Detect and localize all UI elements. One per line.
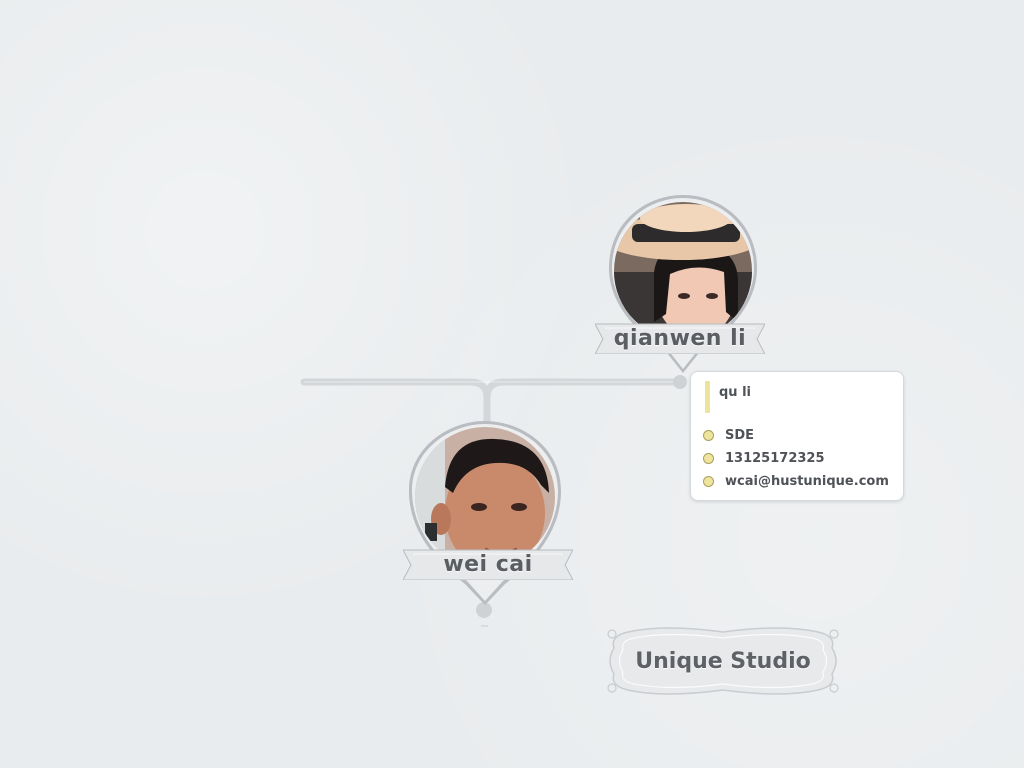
info-card[interactable]: qu li SDE 13125172325 wcai@hustunique.co… [690, 371, 904, 501]
list-item: SDE [703, 424, 889, 447]
bullet-dot-icon [703, 476, 714, 487]
phone-number[interactable]: 13125172325 [725, 451, 825, 466]
profile-pin-wei-cai[interactable]: wei cai [403, 419, 573, 619]
list-item: wcai@hustunique.com [703, 470, 889, 493]
person-name: qianwen li [613, 325, 747, 351]
job-title: SDE [725, 428, 755, 443]
card-details-list: SDE 13125172325 wcai@hustunique.com [703, 424, 889, 493]
young-man-photo-icon [415, 427, 555, 567]
name-ribbon: qianwen li [595, 322, 765, 354]
card-accent-bar [705, 381, 710, 413]
name-ribbon: wei cai [403, 548, 573, 580]
email-link[interactable]: wcai@hustunique.com [725, 474, 889, 489]
bullet-dot-icon [703, 430, 714, 441]
card-title: qu li [719, 385, 751, 400]
ornate-frame-icon [607, 627, 839, 695]
person-name: wei cai [443, 551, 533, 577]
bullet-dot-icon [703, 453, 714, 464]
woman-with-straw-hat-photo-icon [614, 202, 752, 340]
profile-pin-qianwen-li[interactable]: qianwen li [595, 193, 765, 383]
list-item: 13125172325 [703, 447, 889, 470]
studio-label: Unique Studio [635, 648, 811, 674]
studio-badge: Unique Studio [604, 622, 842, 700]
